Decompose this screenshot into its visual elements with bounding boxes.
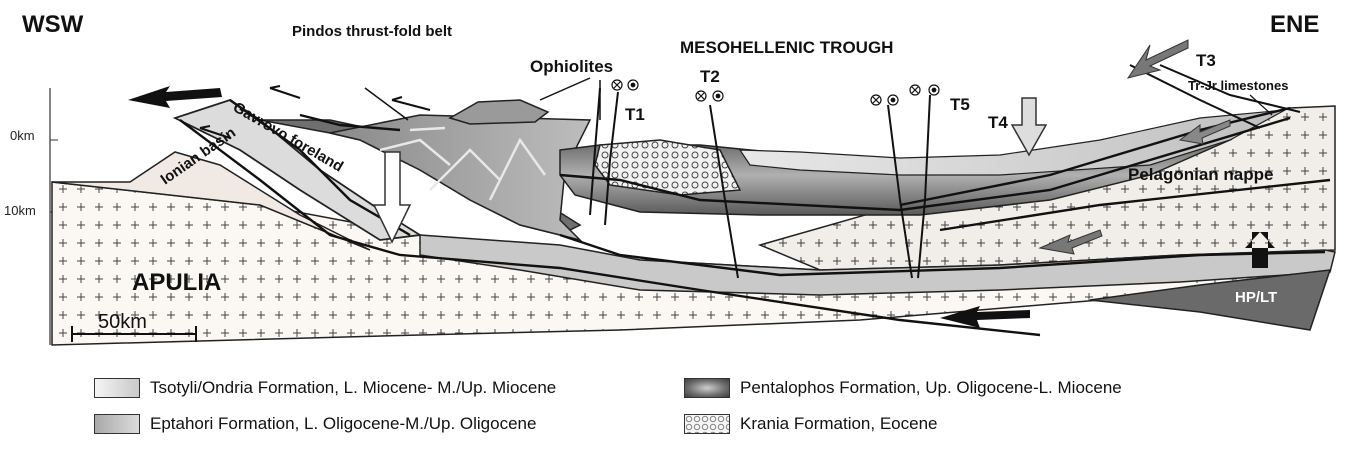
legend-label: Krania Formation, Eocene [740,414,938,433]
motion-arrow-icon [1126,39,1189,79]
kinematic-arrows [128,39,1275,328]
normal-faults [589,64,1301,279]
legend-swatch-eptahori [94,414,140,434]
depth-label-0: 0km [10,128,35,143]
ionian-basin [51,151,371,251]
down-arrow-icon [1010,97,1048,157]
pointer-line [539,77,591,101]
scale-bar: 50km [71,311,197,342]
fault-label-t4: T4 [988,113,1008,132]
label-pindos: Pindos thrust-fold belt [292,23,452,40]
cross-section-diagram: 0km 10km [4,11,1336,346]
motion-arrow-icon [1038,229,1103,255]
diagram-title: MESOHELLENIC TROUGH [680,38,893,57]
fault-label-t1: T1 [625,105,645,124]
legend-label: Eptahori Formation, L. Oligocene-M./Up. … [150,414,537,433]
strike-slip-symbols [611,79,940,106]
legend-item-pentalophos: Pentalophos Formation, Up. Oligocene-L. … [684,378,1122,398]
label-hplt: HP/LT [1235,289,1277,306]
legend-label: Pentalophos Formation, Up. Oligocene-L. … [740,378,1122,397]
motion-arrow-icon [128,86,222,108]
ophiolite-klippe [448,99,550,125]
label-pelagonian: Pelagonian nappe [1128,165,1273,184]
label-apulia: APULIA [132,269,221,296]
legend-swatch-tsotyli [94,378,140,398]
tsotyli-formation [738,109,1286,176]
orientation-left: WSW [22,11,84,38]
legend-item-tsotyli: Tsotyli/Ondria Formation, L. Miocene- M.… [94,378,556,398]
pointer-line [1249,94,1273,116]
eptahori-fold-lines [379,126,547,201]
fault-label-t5: T5 [950,95,970,114]
depth-label-10: 10km [4,203,36,218]
krania-formation [594,139,742,196]
shear-arrow-icon [269,85,301,99]
pointer-line [364,87,409,121]
motion-arrow-icon [1178,119,1231,145]
legend-swatch-krania [684,414,730,434]
motion-arrow-icon [1245,232,1275,268]
scale-bar-label: 50km [98,311,147,333]
fault-label-t3: T3 [1196,51,1216,70]
lower-thrust-sheet [419,234,1336,296]
orientation-right: ENE [1270,11,1319,38]
down-arrow-icon [372,151,412,244]
shear-arrow-icon [199,125,231,139]
hplt-wedge [1089,269,1332,331]
legend: Tsotyli/Ondria Formation, L. Miocene- M.… [94,376,1244,446]
label-trjr: Tr-Jr limestones [1188,78,1288,93]
depth-axis: 0km 10km [4,88,58,345]
motion-arrow-icon [940,306,1030,328]
legend-item-krania: Krania Formation, Eocene [684,414,938,434]
fault-label-t2: T2 [700,67,720,86]
legend-swatch-pentalophos [684,378,730,398]
legend-item-eptahori: Eptahori Formation, L. Oligocene-M./Up. … [94,414,536,434]
shear-arrow-icon [391,96,431,111]
label-ophiolites: Ophiolites [530,57,613,76]
legend-label: Tsotyli/Ondria Formation, L. Miocene- M.… [150,378,557,397]
